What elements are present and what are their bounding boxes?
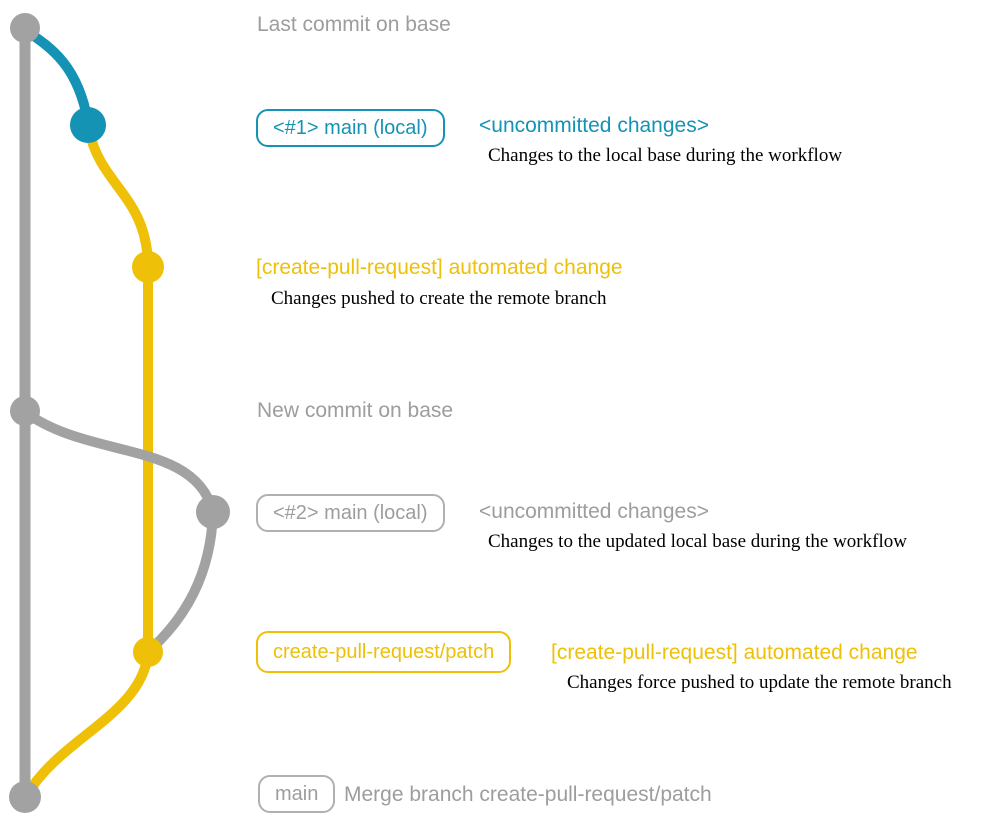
git-graph xyxy=(9,13,230,813)
merge-branch-label: Merge branch create-pull-request/patch xyxy=(344,783,712,806)
automated-change-heading-1: [create-pull-request] automated change xyxy=(256,256,623,279)
automated-change-heading-2: [create-pull-request] automated change xyxy=(551,641,918,664)
uncommitted-changes-note-2: <uncommitted changes> xyxy=(479,500,709,523)
badge-main-local-2: <#2> main (local) xyxy=(256,494,445,532)
automated-change-desc-2: Changes force pushed to update the remot… xyxy=(567,672,952,693)
blue-branch-curve xyxy=(20,25,93,127)
uncommitted-changes-desc-1: Changes to the local base during the wor… xyxy=(488,145,843,166)
uncommitted-changes-note-1: <uncommitted changes> xyxy=(479,114,709,137)
gray-branch-curve-out xyxy=(20,407,218,517)
gray-branch-curve-merge xyxy=(145,507,218,655)
new-commit-label: New commit on base xyxy=(257,399,454,422)
commit-dot-new-base xyxy=(10,396,40,426)
badge-main: main xyxy=(258,775,336,813)
commit-dot-local-main-2 xyxy=(196,495,230,529)
yellow-branch-line xyxy=(84,125,153,657)
yellow-merge-curve xyxy=(22,649,153,800)
commit-dot-merge xyxy=(9,781,41,813)
commit-dot-automated-change-1 xyxy=(132,251,164,283)
last-commit-label: Last commit on base xyxy=(257,13,451,36)
uncommitted-changes-desc-2: Changes to the updated local base during… xyxy=(488,531,907,552)
commit-dot-last-base xyxy=(10,13,40,43)
commit-dot-local-main-1 xyxy=(70,107,106,143)
commit-dot-automated-change-2 xyxy=(133,637,163,667)
badge-main-local-1: <#1> main (local) xyxy=(256,109,445,147)
badge-create-pull-request-patch: create-pull-request/patch xyxy=(256,631,512,673)
automated-change-desc-1: Changes pushed to create the remote bran… xyxy=(271,288,607,309)
